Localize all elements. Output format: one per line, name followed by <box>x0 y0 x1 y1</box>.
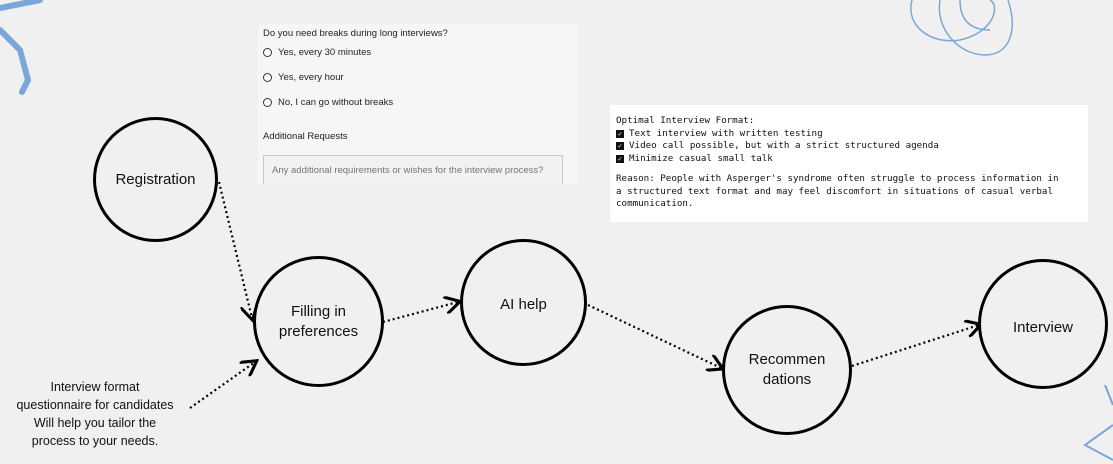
decorative-scribble-topright <box>910 0 1013 56</box>
node-ai-help-label: AI help <box>500 296 547 313</box>
radio-option-label: Yes, every hour <box>278 72 344 83</box>
recommendation-item-text: Minimize casual small talk <box>629 152 773 164</box>
node-registration: Registration <box>93 117 218 242</box>
additional-requests-input[interactable] <box>263 155 563 184</box>
radio-option-30min[interactable]: Yes, every 30 minutes <box>263 47 371 58</box>
additional-requests-label: Additional Requests <box>263 131 348 142</box>
radio-option-no-breaks[interactable]: No, I can go without breaks <box>263 97 393 108</box>
radio-option-hour[interactable]: Yes, every hour <box>263 72 344 83</box>
checkbox-checked-icon: ✓ <box>616 129 624 138</box>
arrow-registration-to-preferences <box>217 181 252 318</box>
recommendation-item-text: Video call possible, but with a strict s… <box>629 140 939 151</box>
node-interview-label: Interview <box>1012 319 1074 336</box>
recommendation-title: Optimal Interview Format: <box>616 115 755 126</box>
checkbox-checked-icon: ✓ <box>616 154 624 163</box>
node-recommendations-line2: dations <box>762 371 812 388</box>
node-filling-preferences: Filling in preferences <box>253 256 384 387</box>
node-ai-help: AI help <box>460 239 587 366</box>
radio-circle-icon[interactable] <box>263 48 272 57</box>
radio-option-label: No, I can go without breaks <box>278 97 394 108</box>
radio-option-label: Yes, every 30 minutes <box>278 47 372 58</box>
recommendation-item: ✓ Text interview with written testing <box>616 128 1082 141</box>
node-preferences-line1: Filling in <box>290 302 347 320</box>
arrow-caption-to-preferences <box>189 362 255 409</box>
arrow-recommendations-to-interview <box>851 325 979 368</box>
recommendation-reason: Reason: People with Asperger's syndrome … <box>616 173 1059 209</box>
decorative-scribble-bottomright <box>1083 385 1113 461</box>
caption-line: questionnaire for candidates <box>16 398 174 412</box>
node-recommendations: Recommen dations <box>722 305 852 435</box>
checkbox-checked-icon: ✓ <box>616 142 624 151</box>
node-preferences-line2: preferences <box>278 322 359 340</box>
recommendation-item: ✓ Minimize casual small talk <box>616 153 1082 166</box>
node-interview: Interview <box>978 259 1108 389</box>
decorative-scribble-topleft <box>0 0 43 95</box>
radio-circle-icon[interactable] <box>263 98 272 107</box>
caption-line: Interview format <box>50 380 140 394</box>
recommendation-panel: Optimal Interview Format: ✓ Text intervi… <box>610 105 1088 222</box>
recommendation-item-text: Text interview with written testing <box>629 127 823 139</box>
caption-line: process to your needs. <box>31 434 159 448</box>
radio-circle-icon[interactable] <box>263 73 272 82</box>
arrow-preferences-to-ai <box>382 302 458 324</box>
node-registration-label: Registration <box>115 170 196 188</box>
caption-line: Will help you tailor the <box>33 416 157 430</box>
recommendation-item: ✓ Video call possible, but with a strict… <box>616 140 1082 153</box>
break-question: Do you need breaks during long interview… <box>263 28 448 39</box>
arrow-ai-to-recommendations <box>587 304 721 368</box>
questionnaire-panel: Do you need breaks during long interview… <box>258 24 578 184</box>
questionnaire-caption: Interview format questionnaire for candi… <box>0 378 190 450</box>
node-recommendations-line1: Recommen <box>748 351 826 368</box>
